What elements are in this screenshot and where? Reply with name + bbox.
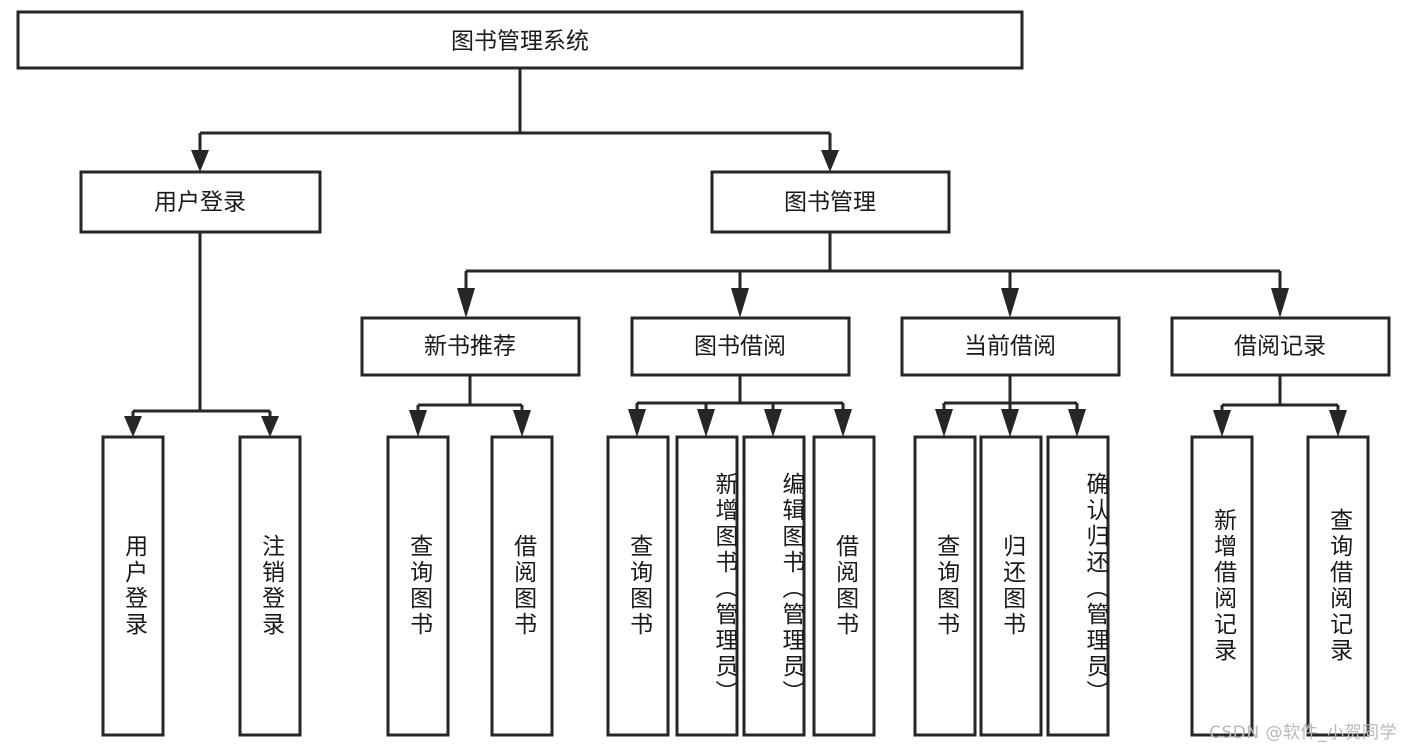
arrow-head-recommend-query <box>409 410 427 437</box>
leaf-box-logout[interactable] <box>238 435 302 737</box>
leaf-box-current-query-book[interactable] <box>913 435 977 737</box>
node-book-management[interactable]: 图书管理 <box>710 170 951 234</box>
leaf-label-current-query-book: 查询图书 <box>932 534 959 638</box>
arrow-head-current-return <box>1001 409 1019 437</box>
leaf-box-current-confirm-return[interactable] <box>1046 435 1110 737</box>
arrow-head-current-query <box>935 409 953 437</box>
arrow-head-record-query <box>1329 410 1347 437</box>
arrow-head-leaf-logout <box>261 416 279 437</box>
node-new-book-recommend-box[interactable] <box>360 316 581 377</box>
node-user-login-box[interactable] <box>79 170 322 234</box>
leaf-label-record-add: 新增借阅记录 <box>1209 508 1236 664</box>
leaf-box-current-return-book[interactable] <box>979 435 1043 737</box>
connector-layer <box>124 68 1347 437</box>
leaf-box-borrow-lend-book[interactable] <box>812 435 876 737</box>
arrow-head-book-mgmt <box>821 150 839 172</box>
arrow-head-borrow-lend <box>834 409 852 437</box>
leaf-label-current-return-book: 归还图书 <box>998 534 1025 638</box>
node-book-borrow-label: 图书借阅 <box>694 334 786 360</box>
node-borrow-record-box[interactable] <box>1170 316 1391 377</box>
node-current-borrow-box[interactable] <box>900 316 1121 377</box>
leaf-label-recommend-query-book: 查询图书 <box>405 534 432 638</box>
leaf-box-recommend-borrow-book[interactable] <box>490 435 554 737</box>
node-book-management-label: 图书管理 <box>784 190 876 216</box>
node-user-login[interactable]: 用户登录 <box>79 170 322 234</box>
watermark-text: CSDN @软件_小贺同学 <box>1209 723 1397 743</box>
arrow-head-user-login <box>191 150 209 172</box>
leaf-label-borrow-add-book: 新增图书（管理员） <box>711 472 737 706</box>
leaf-label-borrow-lend-book: 借阅图书 <box>831 534 858 638</box>
node-book-borrow-box[interactable] <box>630 316 851 377</box>
arrow-head-book-borrow <box>731 288 749 318</box>
node-borrow-record-label: 借阅记录 <box>1234 334 1326 360</box>
arrow-head-current-borrow <box>1001 288 1019 318</box>
leaf-box-borrow-add-book[interactable] <box>675 435 739 737</box>
leaf-label-current-confirm-return: 确认归还（管理员） <box>1082 472 1108 706</box>
arrow-head-borrow-record <box>1271 288 1289 318</box>
leaf-box-borrow-query-book[interactable] <box>606 435 670 737</box>
arrow-head-new-book-recommend <box>457 288 475 318</box>
arrow-head-borrow-edit <box>764 409 782 437</box>
leaf-label-record-query: 查询借阅记录 <box>1325 508 1352 664</box>
arrow-head-current-confirm <box>1068 409 1086 437</box>
node-root-box[interactable] <box>16 10 1024 70</box>
node-new-book-recommend-label: 新书推荐 <box>424 334 516 360</box>
leaf-label-borrow-edit-book: 编辑图书（管理员） <box>778 472 804 706</box>
node-root-label: 图书管理系统 <box>451 29 589 55</box>
node-root[interactable]: 图书管理系统 <box>16 10 1024 70</box>
leaf-box-recommend-query-book[interactable] <box>386 435 450 737</box>
leaf-label-recommend-borrow-book: 借阅图书 <box>509 534 536 638</box>
arrow-head-leaf-user-login <box>124 416 142 437</box>
node-current-borrow[interactable]: 当前借阅 <box>900 316 1121 377</box>
arrow-head-borrow-add <box>697 409 715 437</box>
node-current-borrow-label: 当前借阅 <box>964 334 1056 360</box>
leaf-box-borrow-edit-book[interactable] <box>742 435 806 737</box>
leaf-box-record-query[interactable] <box>1306 435 1370 737</box>
leaf-label-logout: 注销登录 <box>257 534 284 638</box>
leaf-label-borrow-query-book: 查询图书 <box>625 534 652 638</box>
node-book-borrow[interactable]: 图书借阅 <box>630 316 851 377</box>
arrow-head-record-add <box>1213 410 1231 437</box>
node-new-book-recommend[interactable]: 新书推荐 <box>360 316 581 377</box>
arrow-head-borrow-query <box>628 409 646 437</box>
leaf-box-user-login[interactable] <box>101 435 165 737</box>
leaf-box-record-add[interactable] <box>1190 435 1254 737</box>
arrow-head-recommend-borrow <box>513 410 531 437</box>
node-user-login-label: 用户登录 <box>154 190 246 216</box>
node-borrow-record[interactable]: 借阅记录 <box>1170 316 1391 377</box>
node-book-management-box[interactable] <box>710 170 951 234</box>
leaf-label-user-login: 用户登录 <box>120 534 147 638</box>
